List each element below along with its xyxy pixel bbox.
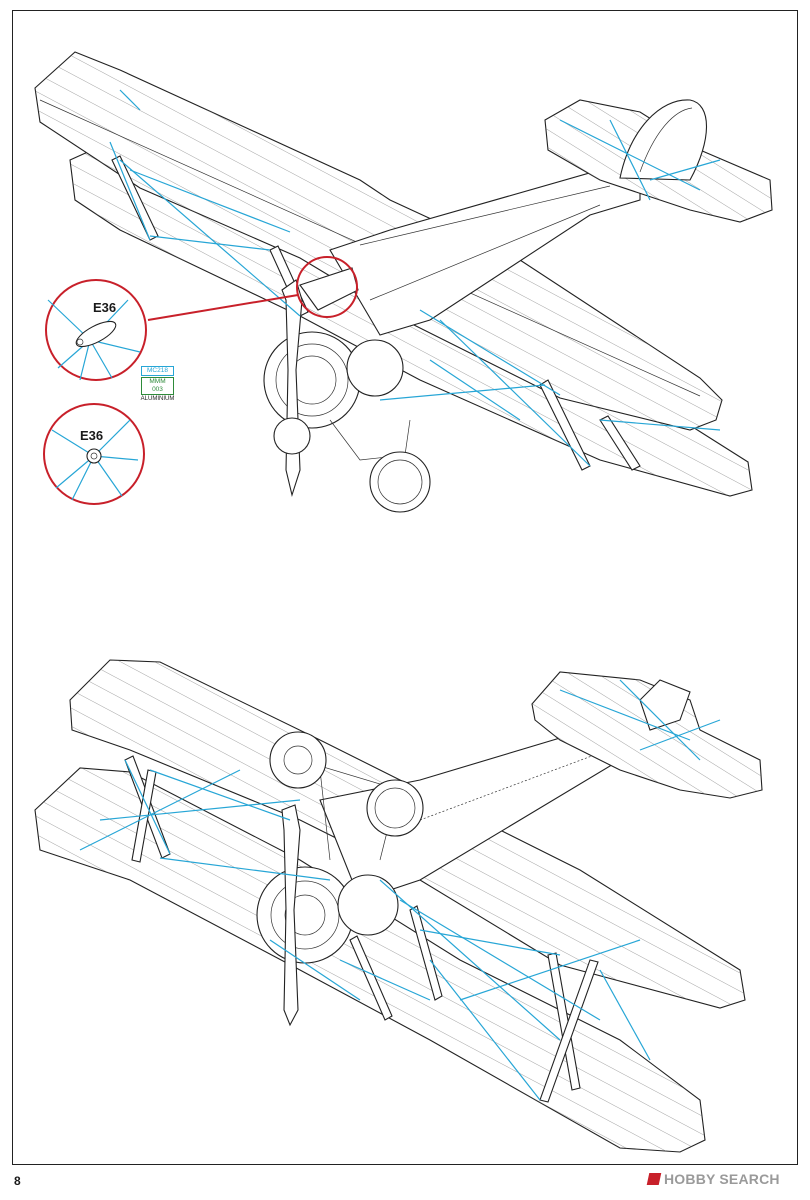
callout-label-e36-side: E36 bbox=[93, 300, 117, 315]
wheel-left-top bbox=[273, 417, 311, 455]
paint-code-mc: MC218 bbox=[141, 366, 174, 376]
paint-reference: MC218 MMM 003 ALUMINIUM bbox=[141, 366, 174, 403]
wheel-left-bottom bbox=[269, 731, 327, 789]
guns-top bbox=[299, 267, 359, 311]
wheel-right-bottom bbox=[366, 779, 424, 837]
engine-cowling-bottom bbox=[256, 866, 354, 964]
page-number: 8 bbox=[14, 1174, 21, 1188]
strut-left-1 bbox=[111, 155, 159, 241]
callout-label-e36-front: E36 bbox=[80, 428, 104, 443]
tailplane-bottom-ribs bbox=[532, 672, 762, 798]
fuselage-seam bbox=[419, 737, 641, 821]
callout-target-ring bbox=[296, 256, 358, 318]
callout-e36-front bbox=[43, 403, 145, 505]
wheel-right-rim-bottom bbox=[374, 787, 416, 829]
aircraft-top-view bbox=[34, 51, 773, 513]
rigging-wires-bottom bbox=[79, 679, 721, 1101]
hobbysearch-logo-icon bbox=[646, 1173, 662, 1185]
propeller-bottom bbox=[281, 804, 301, 1027]
fuselage-nose-bottom bbox=[337, 874, 399, 936]
wheel-right-top bbox=[369, 451, 431, 513]
engine-face-bottom bbox=[270, 880, 340, 950]
wheel-left-hub-bottom bbox=[283, 745, 313, 775]
watermark-brand: HOBBY SEARCH bbox=[664, 1171, 780, 1187]
rudder-top bbox=[619, 99, 707, 181]
strut-b-center-2 bbox=[409, 905, 443, 1001]
engine-face-top bbox=[275, 343, 349, 417]
strut-b-right-2 bbox=[539, 959, 599, 1103]
aircraft-bottom-view bbox=[34, 659, 763, 1153]
page-frame bbox=[12, 10, 798, 1165]
fin-bottom bbox=[639, 679, 691, 731]
strut-b-center-1 bbox=[349, 935, 393, 1021]
callout-leader-line bbox=[147, 294, 299, 321]
watermark: HOBBY SEARCH bbox=[646, 1171, 780, 1187]
paint-code-mmm: MMM 003 bbox=[141, 377, 174, 395]
fuselage-nose-top bbox=[346, 339, 404, 397]
callout-e36-side bbox=[45, 279, 147, 381]
strut-right-2 bbox=[599, 415, 641, 471]
fuselage-line bbox=[359, 185, 611, 246]
paint-mmm-line2: 003 bbox=[152, 386, 163, 393]
engine-hub-bottom bbox=[284, 894, 326, 936]
wheel-right-rim-top bbox=[377, 459, 423, 505]
fuselage-line-2 bbox=[369, 204, 601, 301]
engine-cowling-top bbox=[263, 331, 361, 429]
paint-name: ALUMINIUM bbox=[140, 396, 175, 402]
rudder-rib bbox=[639, 107, 693, 173]
rigging-wires-top bbox=[109, 89, 721, 467]
paint-mmm-line1: MMM bbox=[149, 378, 166, 385]
